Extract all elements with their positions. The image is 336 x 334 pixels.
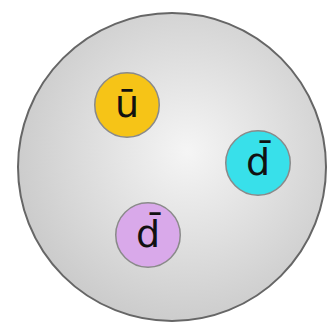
hadron-circle: ū d̄ d̄ bbox=[17, 12, 327, 322]
circle-shape bbox=[116, 203, 181, 268]
circle-shape bbox=[95, 73, 160, 138]
circle-shape bbox=[18, 13, 326, 321]
circle-shape bbox=[226, 131, 291, 196]
quark-circle: d̄ bbox=[115, 202, 181, 268]
quark-label: d̄ bbox=[246, 142, 270, 184]
quark-circle: d̄ bbox=[225, 130, 291, 196]
quark-label: ū bbox=[115, 84, 139, 126]
quark-circle: ū bbox=[94, 72, 160, 138]
quark-label: d̄ bbox=[136, 214, 160, 256]
